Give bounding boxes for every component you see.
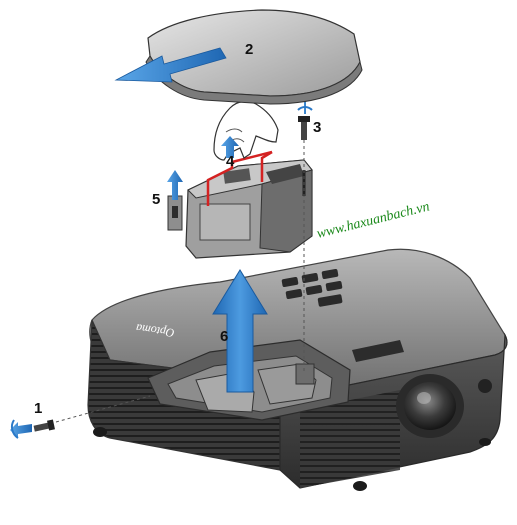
step-2-label: 2 xyxy=(245,41,253,58)
step-6-label: 6 xyxy=(220,328,228,345)
step-5-label: 5 xyxy=(152,191,160,208)
site-watermark: www.haxuanbach.vn xyxy=(315,199,431,242)
lamp-cover xyxy=(145,9,363,105)
step-4-label: 4 xyxy=(226,153,235,170)
control-panel xyxy=(281,268,343,307)
brand-logo: Optoma xyxy=(135,321,175,340)
side-screw-icon xyxy=(10,395,151,439)
hand-icon xyxy=(213,100,279,161)
pull-arrows-4 xyxy=(221,136,239,158)
unplug-arrow-5 xyxy=(167,170,183,200)
step-3-label: 3 xyxy=(313,119,321,136)
lens xyxy=(396,374,464,438)
step-1-label: 1 xyxy=(34,400,42,417)
lift-arrow-6 xyxy=(212,269,268,393)
remove-cover-arrow-2 xyxy=(114,47,227,83)
lamp-compartment xyxy=(147,339,351,421)
projector-body: Optoma xyxy=(87,248,508,491)
lamp-module xyxy=(167,150,313,259)
